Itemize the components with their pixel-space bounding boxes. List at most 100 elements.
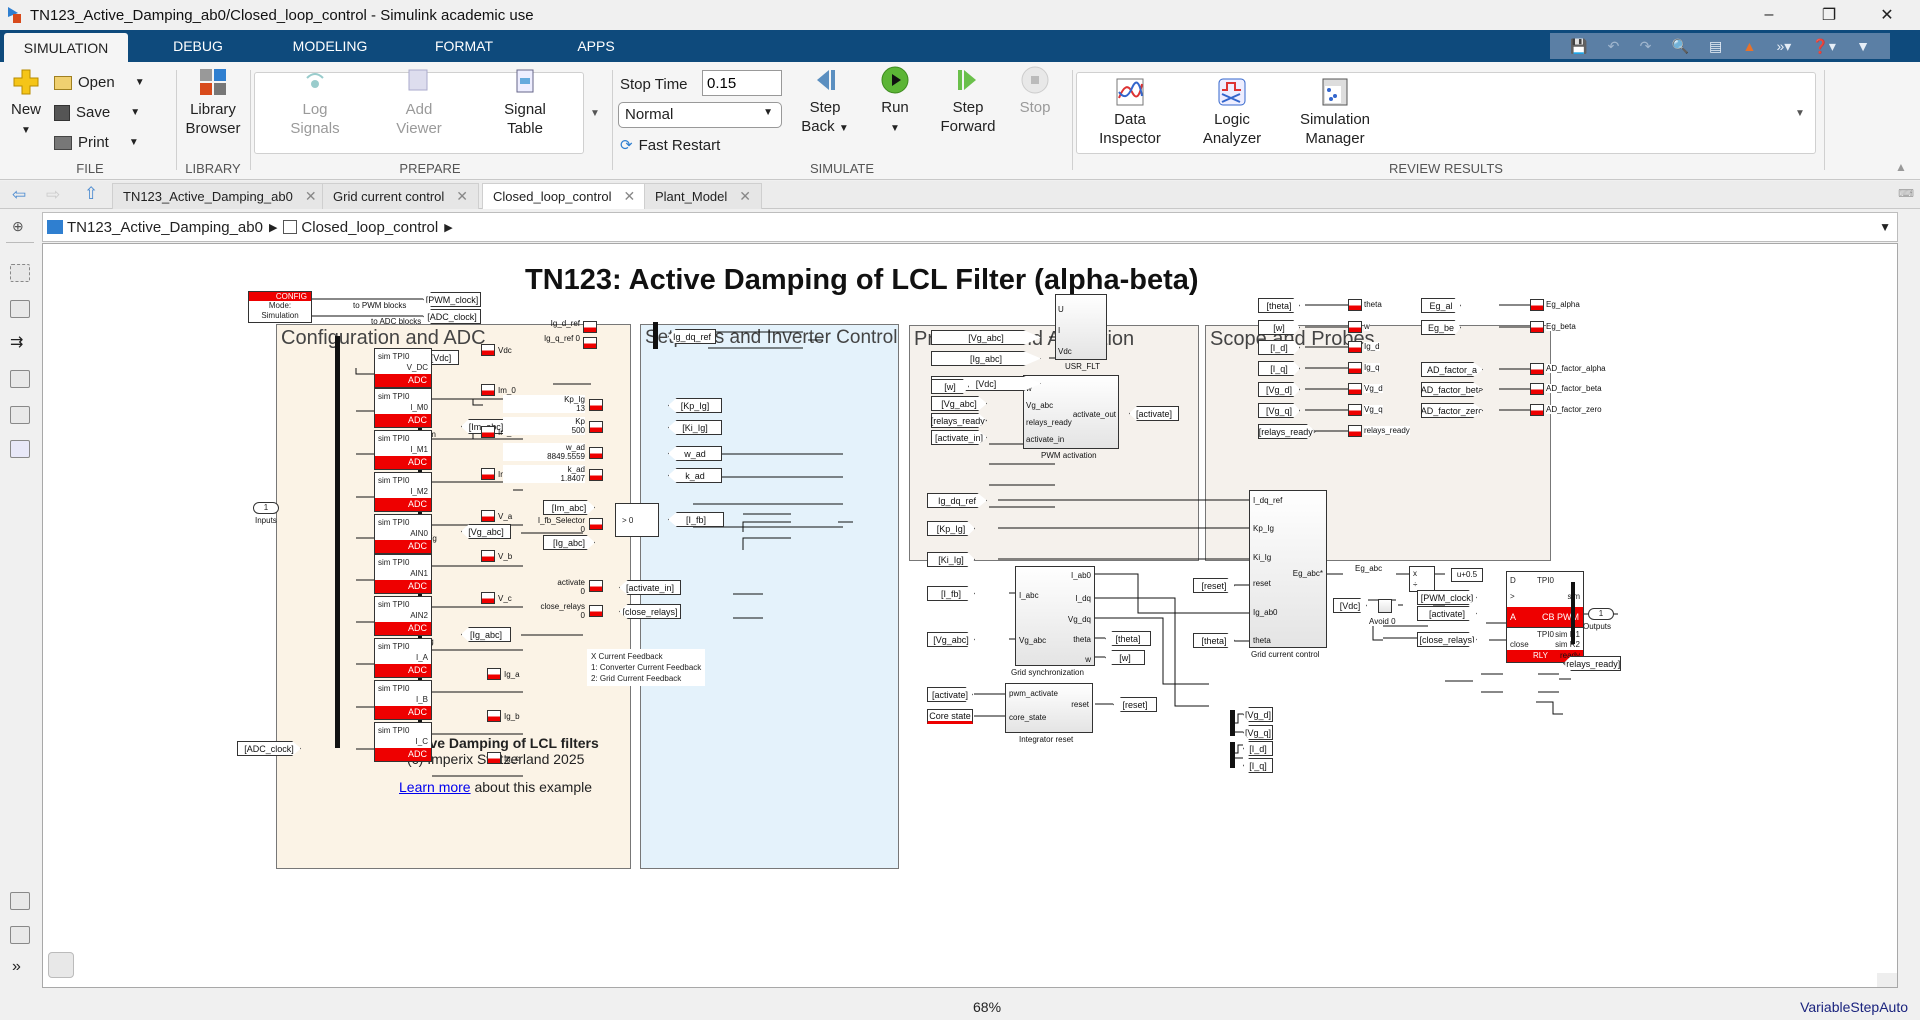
goto-pwm-clock[interactable]: [PWM_clock]: [423, 292, 481, 307]
goto-theta[interactable]: [theta]: [1105, 631, 1151, 646]
minimize-button[interactable]: –: [1764, 6, 1774, 23]
solver-indicator[interactable]: VariableStepAuto: [1800, 999, 1908, 1015]
from-adc-clock[interactable]: [ADC_clock]: [237, 741, 301, 756]
goto-close-relays[interactable]: [close_relays]: [619, 604, 681, 619]
ig-q-ref-step-block[interactable]: [583, 337, 597, 349]
goto-vg-q[interactable]: [Vg_q]: [1243, 725, 1273, 740]
avoid-zero-block[interactable]: [1378, 599, 1392, 613]
probe-scope[interactable]: [1530, 299, 1544, 311]
constant-block-k_ad[interactable]: [589, 469, 603, 481]
goto-i-d[interactable]: [I_d]: [1243, 741, 1273, 756]
i-demux-bar[interactable]: [1230, 742, 1235, 768]
run-button[interactable]: Run▼: [870, 66, 920, 138]
area-icon[interactable]: [10, 440, 30, 458]
product-block[interactable]: x ÷: [1409, 566, 1435, 592]
stop-time-input[interactable]: [702, 70, 782, 96]
constant-block-ki[interactable]: [589, 421, 603, 433]
probe-from[interactable]: [I_d]: [1258, 340, 1300, 355]
goto-vg-d[interactable]: [Vg_d]: [1243, 707, 1273, 722]
up-arrow-icon[interactable]: ⇧: [84, 184, 99, 203]
scope-block[interactable]: [481, 344, 495, 356]
save-button[interactable]: Save▼: [54, 104, 140, 121]
new-button[interactable]: New▼: [8, 68, 44, 140]
integrator-reset-block[interactable]: pwm_activate core_state reset: [1005, 683, 1093, 733]
stop-button[interactable]: Stop: [1010, 66, 1060, 117]
learn-more-link[interactable]: Learn more: [399, 779, 471, 795]
control-from[interactable]: [Kp_Ig]: [927, 521, 975, 536]
probe-scope[interactable]: [1530, 404, 1544, 416]
tab-apps[interactable]: APPS: [577, 38, 615, 54]
outport-block[interactable]: 1: [1588, 608, 1614, 620]
goto-w_ad[interactable]: w_ad: [668, 446, 722, 461]
constant-block-kp[interactable]: [589, 399, 603, 411]
vg-demux-bar[interactable]: [1230, 710, 1235, 736]
breadcrumb-dropdown-icon[interactable]: ▼: [1879, 220, 1891, 234]
doc-tab-grid-current-control[interactable]: Grid current control✕: [322, 183, 479, 209]
goto-activate-in[interactable]: [activate_in]: [619, 580, 681, 595]
breadcrumb-subsystem[interactable]: Closed_loop_control: [301, 218, 439, 236]
from-pwm-input[interactable]: [w]: [931, 379, 969, 394]
doc-tab-plant-model[interactable]: Plant_Model✕: [644, 183, 763, 209]
control-from[interactable]: [I_fb]: [927, 586, 975, 601]
probe-scope[interactable]: [1348, 341, 1362, 353]
simulation-mode-select[interactable]: Normal▼: [618, 102, 782, 128]
screenshot-icon[interactable]: [10, 892, 30, 910]
probe-scope[interactable]: [1348, 299, 1362, 311]
signal-route-icon[interactable]: ⇉: [10, 334, 24, 351]
scope-block[interactable]: [481, 468, 495, 480]
probe-from[interactable]: [theta]: [1258, 298, 1300, 313]
close-tab-icon[interactable]: ✕: [456, 188, 468, 204]
scope-block[interactable]: [481, 592, 495, 604]
probe-from[interactable]: AD_factor_zero: [1421, 403, 1483, 418]
scope-block[interactable]: [487, 668, 501, 680]
fast-restart-button[interactable]: ⟳Fast Restart: [620, 136, 720, 155]
probe-scope[interactable]: [1530, 321, 1544, 333]
control-from[interactable]: [Vg_abc]: [927, 632, 975, 647]
restore-button[interactable]: ❐: [1821, 7, 1837, 24]
model-data-icon[interactable]: [48, 952, 74, 978]
config-block[interactable]: CONFIG Mode: Simulation: [248, 291, 312, 323]
collapse-ribbon-icon[interactable]: ▲: [1895, 160, 1907, 174]
probe-from[interactable]: [Vg_d]: [1258, 382, 1300, 397]
fit-view-icon[interactable]: [10, 300, 30, 318]
scope-block[interactable]: [481, 510, 495, 522]
inport-block[interactable]: 1: [253, 502, 279, 514]
goto-i-fb[interactable]: [I_fb]: [668, 512, 724, 527]
shortcuts-icon[interactable]: »▾: [1776, 37, 1792, 54]
goto-vdc[interactable]: [Vdc]: [423, 350, 459, 365]
from-activate-pwm[interactable]: [activate]: [1417, 606, 1477, 621]
resize-grip[interactable]: [1877, 973, 1897, 987]
tab-simulation[interactable]: SIMULATION: [4, 33, 128, 62]
control-from[interactable]: Ig_dq_ref: [927, 493, 987, 508]
expand-icon[interactable]: »: [12, 958, 21, 975]
breadcrumb-model[interactable]: TN123_Active_Damping_ab0: [67, 218, 263, 236]
probe-from[interactable]: Eg_be: [1421, 320, 1461, 335]
goto-w[interactable]: [w]: [1105, 650, 1145, 665]
goto-k_ad[interactable]: k_ad: [668, 468, 722, 483]
from-pwm-input[interactable]: [activate_in]: [931, 430, 987, 445]
close-tab-icon[interactable]: ✕: [739, 188, 752, 204]
hide-browser-icon[interactable]: ⊕: [12, 218, 24, 234]
forward-arrow-icon[interactable]: ⇨: [46, 185, 61, 204]
annotation-icon[interactable]: [10, 370, 30, 388]
probe-scope[interactable]: [1348, 321, 1362, 333]
from-pwm-input[interactable]: [relays_ready]: [931, 413, 987, 428]
close-button[interactable]: ✕: [1880, 7, 1894, 24]
zoom-icon[interactable]: [10, 264, 30, 282]
from-pwm-clock[interactable]: [PWM_clock]: [1417, 590, 1477, 605]
search-icon[interactable]: 🔍: [1671, 37, 1689, 54]
demux-bar[interactable]: [335, 336, 340, 748]
from-usr-input[interactable]: [Vg_abc]: [931, 330, 1041, 345]
